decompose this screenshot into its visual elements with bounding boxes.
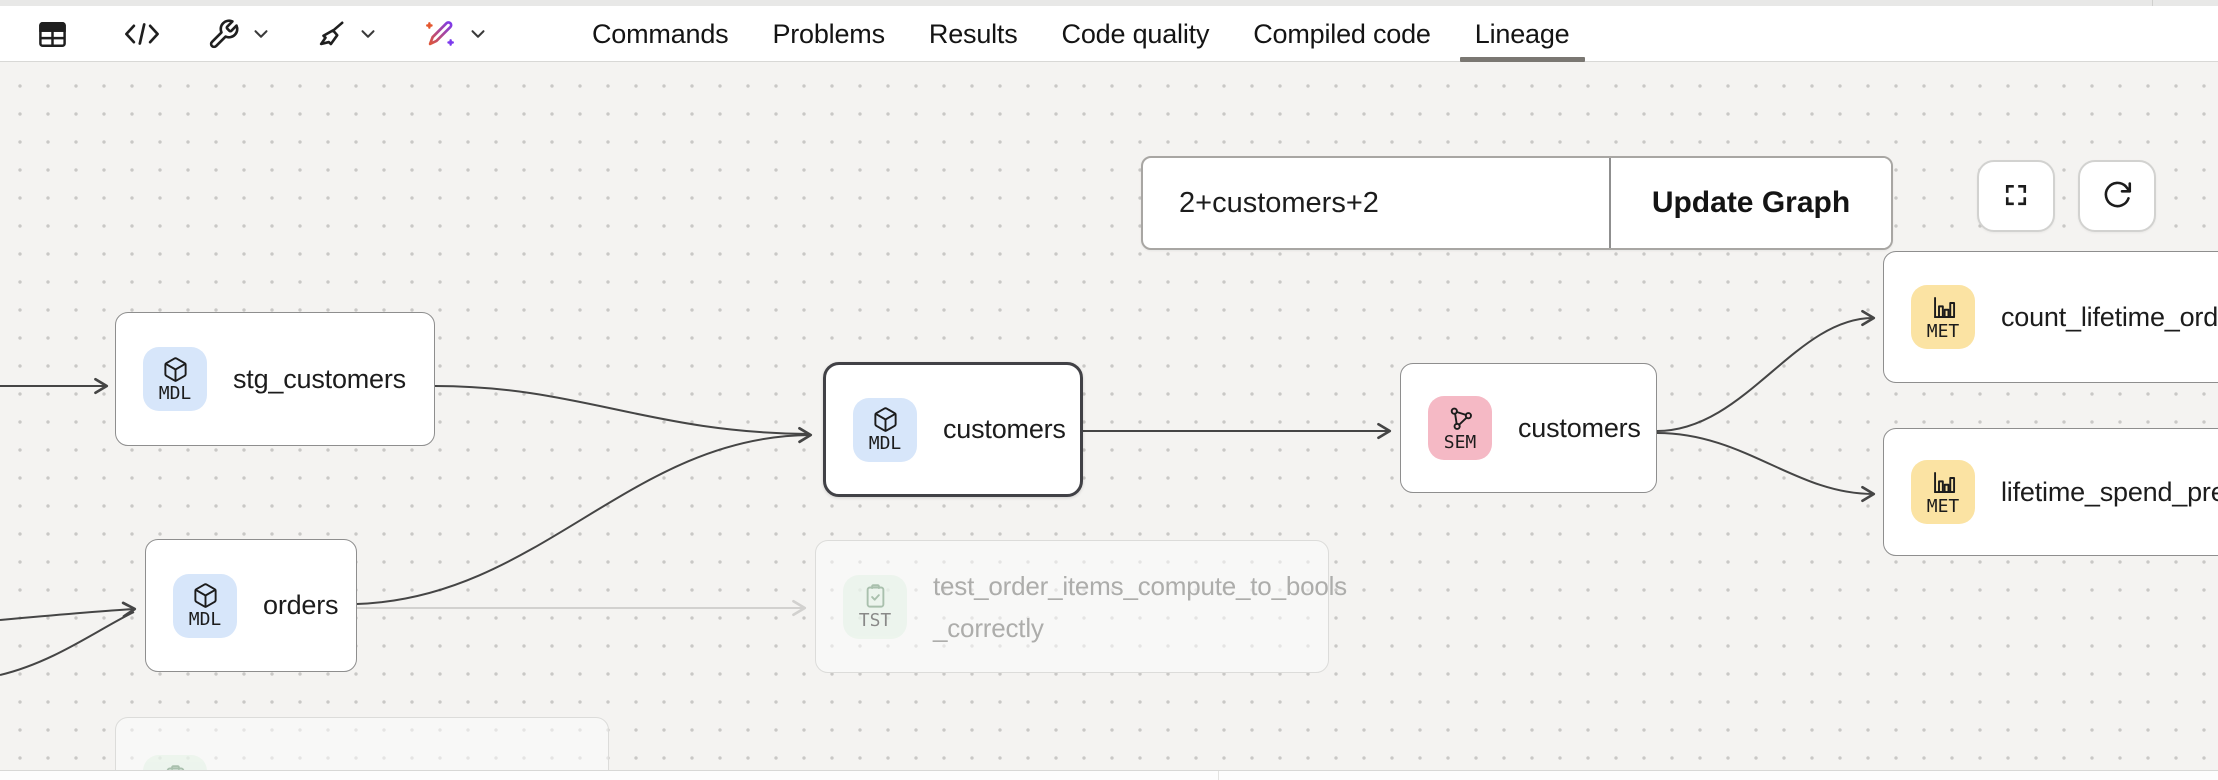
wrench-icon (207, 18, 240, 51)
tab-commands[interactable]: Commands (592, 18, 729, 49)
lineage-node-count-lifetime-order[interactable]: MET count_lifetime_order (1883, 251, 2218, 383)
node-type-label: TST (858, 610, 892, 631)
top-strip-divider (2152, 0, 2153, 6)
table-icon (36, 18, 69, 51)
tab-bar: Commands Problems Results Code quality C… (592, 6, 1585, 62)
magic-wand-icon (423, 17, 457, 51)
node-label: test_order_items_compute_to_bools_correc… (933, 570, 1347, 643)
fullscreen-icon (2001, 180, 2031, 213)
node-type-label: MET (1926, 495, 1960, 517)
metric-badge: MET (1911, 460, 1975, 524)
chevron-down-icon (250, 23, 272, 45)
tab-compiled-code[interactable]: Compiled code (1253, 18, 1431, 49)
broom-icon (314, 18, 347, 51)
table-button[interactable] (36, 18, 69, 51)
network-icon (1447, 405, 1474, 432)
chevron-down-icon (467, 23, 489, 45)
node-label: lifetime_spend_preta (2001, 476, 2218, 507)
code-button[interactable] (123, 19, 161, 49)
semantic-badge: SEM (1428, 396, 1492, 460)
update-graph-button[interactable]: Update Graph (1609, 158, 1891, 248)
build-button[interactable] (207, 18, 272, 51)
window-bottom-strip (0, 770, 2218, 780)
lineage-node-test-order-items[interactable]: TST test_order_items_compute_to_bools_co… (815, 540, 1347, 673)
refresh-button[interactable] (2078, 160, 2156, 232)
bottom-strip-divider (1218, 771, 1219, 780)
test-badge: TST (843, 574, 907, 639)
ai-assist-button[interactable] (423, 17, 489, 51)
refresh-icon (2102, 179, 2133, 213)
model-badge: MDL (173, 573, 237, 638)
node-label: stg_customers (233, 363, 406, 394)
model-badge: MDL (143, 347, 207, 411)
node-label: customers (943, 414, 1066, 444)
window-top-strip (0, 0, 2218, 6)
bar-chart-icon (1930, 294, 1957, 321)
lineage-node-stg-customers[interactable]: MDL stg_customers (115, 312, 435, 446)
lineage-node-customers-model[interactable]: MDL customers (823, 362, 1083, 497)
node-type-label: MDL (868, 433, 902, 454)
cube-icon (872, 406, 899, 433)
cube-icon (192, 582, 219, 609)
fullscreen-button[interactable] (1977, 160, 2055, 232)
metric-badge: MET (1911, 285, 1975, 349)
lineage-canvas[interactable]: MDL stg_customers MDL orders (0, 62, 2218, 770)
model-selector-input[interactable] (1143, 158, 1609, 248)
node-label: count_lifetime_order (2001, 301, 2218, 332)
model-selector-group: Update Graph (1141, 156, 1893, 250)
node-type-label: MDL (188, 609, 222, 630)
bar-chart-icon (1930, 469, 1957, 496)
clipboard-check-icon (862, 583, 889, 610)
chevron-down-icon (357, 23, 379, 45)
node-label: customers (1518, 412, 1641, 443)
clipboard-check-icon (162, 764, 189, 770)
tab-results[interactable]: Results (928, 18, 1018, 49)
lineage-node-lifetime-spend-pretax[interactable]: MET lifetime_spend_preta (1883, 428, 2218, 556)
lineage-node-orders[interactable]: MDL orders (145, 539, 357, 672)
node-type-label: MET (1926, 320, 1960, 342)
model-badge: MDL (853, 397, 917, 462)
node-label: orders (263, 590, 339, 620)
node-type-label: MDL (158, 382, 192, 404)
code-icon (123, 19, 161, 49)
toolbar-actions (36, 6, 489, 62)
lineage-edges (0, 309, 1876, 676)
cube-icon (162, 356, 189, 383)
clean-button[interactable] (314, 18, 379, 51)
tab-code-quality[interactable]: Code quality (1061, 18, 1210, 49)
toolbar: Commands Problems Results Code quality C… (0, 6, 2218, 62)
lineage-node-test-partial[interactable]: TST (115, 717, 609, 770)
node-type-label: SEM (1443, 431, 1477, 453)
tab-lineage[interactable]: Lineage (1459, 6, 1585, 62)
test-badge: TST (143, 755, 207, 770)
tab-problems[interactable]: Problems (772, 18, 885, 49)
lineage-node-customers-semantic[interactable]: SEM customers (1400, 363, 1657, 493)
